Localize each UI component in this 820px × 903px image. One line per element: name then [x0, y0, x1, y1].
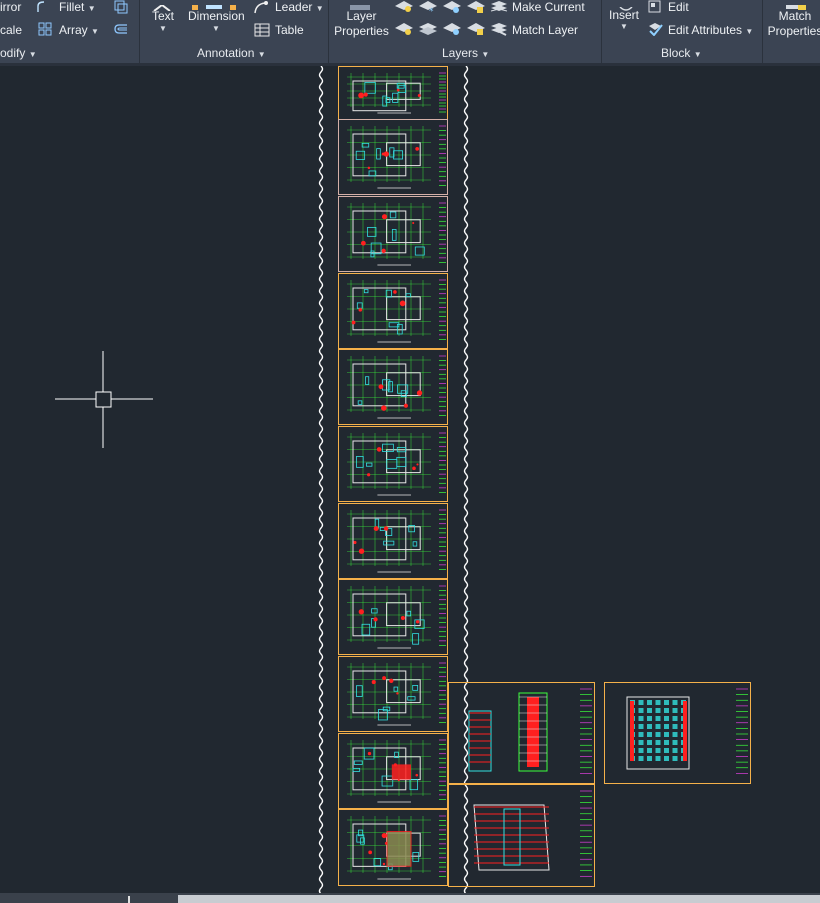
leader-icon[interactable]	[253, 0, 269, 14]
dimension-icon[interactable]	[192, 0, 236, 10]
fillet-label: Fillet	[59, 0, 85, 14]
match-layer-button[interactable]: Match Layer	[512, 23, 579, 37]
break-line-right	[463, 66, 469, 893]
chevron-down-icon[interactable]: ▼	[693, 50, 702, 59]
leader-label: Leader	[275, 0, 313, 14]
panel-separator	[328, 0, 329, 63]
drawing-sheet[interactable]	[338, 579, 448, 655]
match-properties-button[interactable]: Match Properties	[766, 9, 820, 39]
layer-isolate-icon[interactable]	[442, 0, 462, 14]
make-current-icon[interactable]	[490, 0, 508, 14]
layer-properties-line2: Properties	[334, 24, 389, 38]
layers-panel-label: Layers	[442, 46, 479, 60]
elevation-sheet[interactable]	[448, 784, 595, 887]
fillet-button[interactable]: Fillet ▼	[59, 0, 96, 16]
block-edit-icon[interactable]	[647, 0, 663, 14]
edit-attributes-icon[interactable]	[647, 22, 663, 37]
annotation-panel-label: Annotation	[197, 46, 255, 60]
text-icon[interactable]	[150, 0, 174, 12]
scrollbar-thumb[interactable]	[178, 895, 820, 903]
match-properties-icon[interactable]	[784, 0, 810, 10]
ribbon-bottom-border	[0, 63, 820, 66]
chevron-down-icon[interactable]: ▼	[745, 27, 754, 36]
chevron-down-icon[interactable]: ▼	[620, 22, 628, 31]
panel-separator	[762, 0, 763, 63]
make-current-button[interactable]: Make Current	[512, 0, 585, 14]
dimension-button[interactable]: Dimension	[188, 9, 245, 23]
layer-freeze-icon[interactable]: *	[418, 0, 438, 17]
chevron-down-icon[interactable]: ▼	[315, 4, 324, 13]
drawing-sheet[interactable]	[338, 66, 448, 120]
crosshair-cursor-icon	[55, 351, 153, 448]
copy-objects-icon[interactable]	[113, 0, 129, 14]
layer-properties-icon[interactable]	[348, 0, 372, 10]
drawing-sheet[interactable]	[338, 503, 448, 579]
array-label: Array	[59, 23, 88, 37]
layer-off-icon[interactable]	[394, 0, 414, 14]
table-icon[interactable]	[254, 23, 270, 37]
array-button[interactable]: Array ▼	[59, 23, 99, 39]
drawing-sheet[interactable]	[338, 656, 448, 732]
mirror-button[interactable]: irror	[0, 0, 22, 14]
array-icon[interactable]	[38, 22, 52, 36]
insert-button[interactable]: Insert	[609, 8, 640, 22]
layer-properties-button[interactable]: Layer Properties	[334, 9, 389, 39]
layers-panel-title[interactable]: Layers ▼	[442, 46, 489, 62]
layer-merge-icon[interactable]	[418, 22, 438, 36]
chevron-down-icon[interactable]: ▼	[91, 27, 99, 36]
chevron-down-icon[interactable]: ▼	[481, 50, 490, 59]
svg-text:*: *	[429, 7, 434, 14]
layer-properties-line1: Layer	[346, 9, 377, 23]
drawing-sheet[interactable]	[338, 809, 448, 886]
offset-icon[interactable]	[113, 23, 129, 35]
modify-panel-title[interactable]: odify ▼	[0, 46, 37, 62]
edit-attributes-button[interactable]: Edit Attributes ▼	[668, 23, 753, 39]
drawing-sheet[interactable]	[338, 196, 448, 272]
layer-lock-icon[interactable]	[466, 0, 486, 14]
match-layer-icon[interactable]	[490, 22, 508, 36]
elevation-sheet[interactable]	[604, 682, 751, 784]
match-properties-line2: Properties	[767, 24, 820, 38]
edit-attributes-label: Edit Attributes	[668, 23, 743, 37]
modify-panel-label: odify	[0, 46, 26, 60]
drawing-sheet[interactable]	[338, 349, 448, 425]
match-properties-line1: Match	[778, 9, 812, 23]
layer-walk-icon[interactable]	[394, 22, 414, 36]
layer-thaw-icon[interactable]	[442, 22, 462, 36]
block-edit-button[interactable]: Edit	[668, 0, 689, 14]
ribbon: irror Fillet ▼ cale Array ▼ odify ▼ Text…	[0, 0, 820, 63]
scrollbar-edge	[128, 896, 130, 903]
chevron-down-icon[interactable]: ▼	[257, 50, 266, 59]
chevron-down-icon[interactable]: ▼	[212, 24, 220, 33]
annotation-panel-title[interactable]: Annotation ▼	[197, 46, 266, 62]
chevron-down-icon[interactable]: ▼	[159, 24, 167, 33]
layer-unlock-icon[interactable]	[466, 22, 486, 36]
table-button[interactable]: Table	[275, 23, 304, 37]
drawing-canvas[interactable]	[0, 66, 820, 893]
chevron-down-icon[interactable]: ▼	[28, 50, 37, 59]
panel-separator	[139, 0, 140, 63]
break-line-left	[318, 66, 324, 893]
drawing-sheet[interactable]	[338, 426, 448, 502]
leader-button[interactable]: Leader ▼	[275, 0, 324, 16]
text-button[interactable]: Text	[152, 9, 175, 23]
fillet-icon[interactable]	[36, 0, 46, 12]
drawing-sheet[interactable]	[338, 119, 448, 195]
panel-separator	[601, 0, 602, 63]
scale-button[interactable]: cale	[0, 23, 23, 37]
insert-icon[interactable]	[618, 0, 634, 11]
chevron-down-icon[interactable]: ▼	[87, 4, 96, 13]
elevation-sheet[interactable]	[448, 682, 595, 784]
drawing-sheet[interactable]	[338, 273, 448, 349]
drawing-sheet[interactable]	[338, 733, 448, 809]
block-panel-title[interactable]: Block ▼	[661, 46, 702, 62]
block-panel-label: Block	[661, 46, 691, 60]
